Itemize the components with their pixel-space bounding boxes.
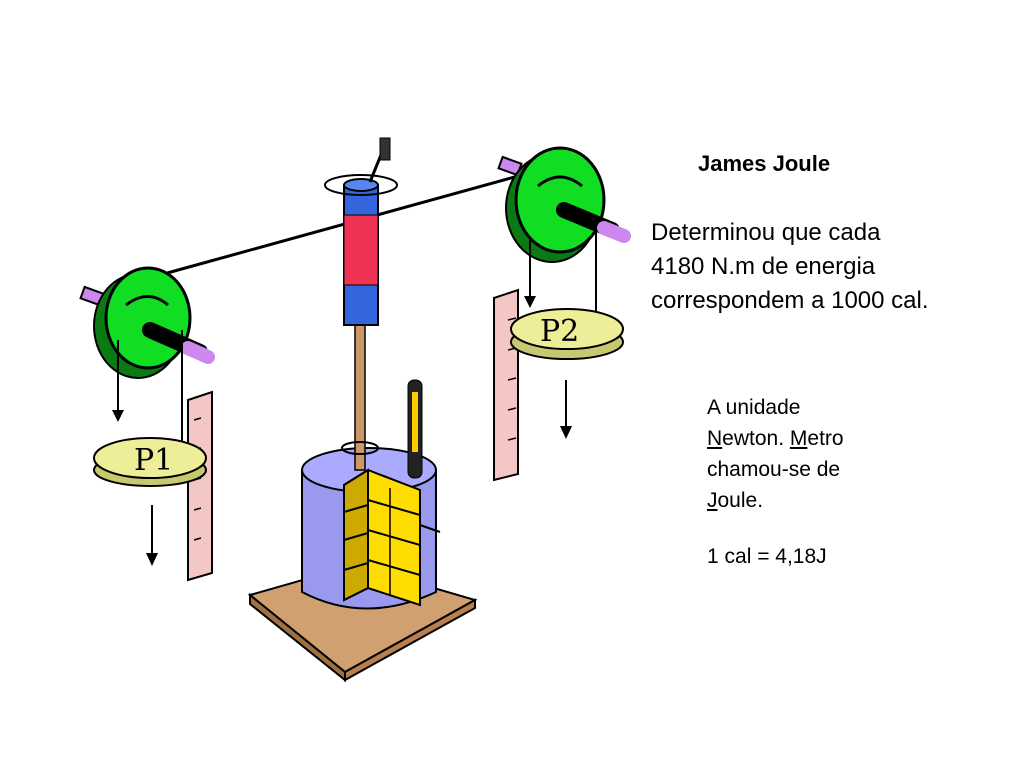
unit-note-text: ewton. [722, 427, 790, 450]
unit-note-text: oule. [717, 489, 764, 512]
left-down-arrow [146, 553, 158, 566]
central-shaft [324, 137, 398, 471]
description-line: Determinou que cada [651, 219, 881, 246]
unit-note-line: Newton. Metro [707, 423, 907, 454]
title: James Joule [698, 151, 831, 176]
unit-note-text: etro [807, 427, 844, 450]
calorimeter [301, 447, 441, 610]
underlined-n: N [707, 427, 723, 450]
underlined-m: M [789, 427, 808, 450]
right-ruler [493, 288, 519, 482]
calorie-equation: 1 cal = 4,18J [707, 545, 827, 568]
right-pulley [497, 146, 631, 326]
weight-p2: P2 [510, 308, 624, 360]
left-ruler [187, 390, 213, 582]
unit-note-line: Joule. [707, 485, 907, 516]
unit-note-line: A unidade [707, 396, 801, 419]
description-line: 4180 N.m de energia [651, 253, 876, 280]
description-line: correspondem a 1000 cal. [651, 287, 929, 314]
weight-p1: P1 [93, 437, 207, 487]
unit-note-line: chamou-se de [707, 458, 841, 481]
weight-p1-label: P1 [134, 443, 173, 478]
unit-note: A unidade Newton. Metro chamou-se de Jou… [707, 392, 907, 516]
underlined-j: J [707, 489, 718, 512]
weight-p2-label: P2 [540, 314, 579, 349]
left-pulley [79, 266, 215, 460]
description: Determinou que cada 4180 N.m de energia … [651, 216, 1011, 318]
right-down-arrow [560, 426, 572, 439]
thermometer [407, 379, 423, 479]
